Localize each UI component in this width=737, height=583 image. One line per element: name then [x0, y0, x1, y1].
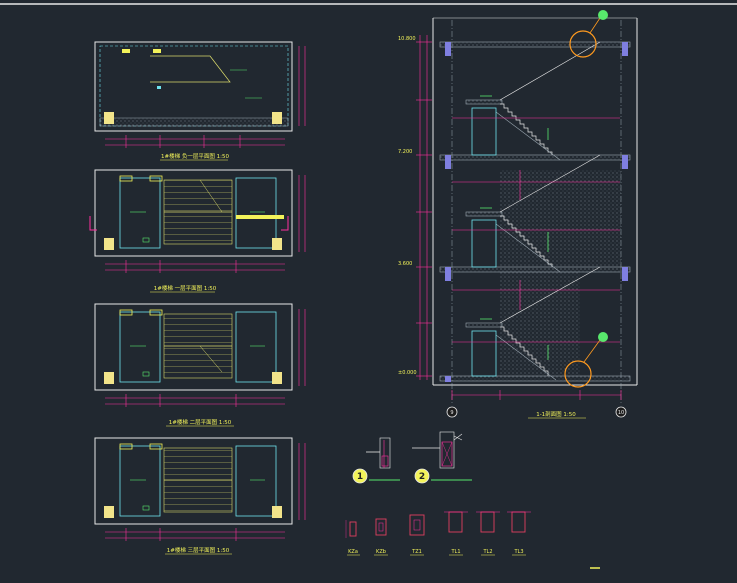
level-label: 3.600 [398, 261, 412, 267]
column-section-table: KZa KZb TZ1 TL1 TL2 [345, 511, 531, 556]
plan-second-floor: 1#楼梯 二层平面图 1:50 [94, 303, 306, 427]
plan-caption: 1#楼梯 一层平面图 1:50 [154, 284, 217, 292]
column-label: TZ1 [411, 549, 422, 555]
detail-mark: 2 [419, 472, 425, 482]
axis-label: 9 [450, 410, 453, 416]
axis-marker [446, 406, 458, 418]
column-label: KZb [376, 549, 386, 555]
section-caption: 1-1剖面图 1:50 [536, 410, 576, 418]
plan-basement: 1#楼梯 负一层平面图 1:50 [94, 41, 306, 161]
plan-third-floor: 1#楼梯 三层平面图 1:50 [94, 437, 306, 555]
plan-caption: 1#楼梯 二层平面图 1:50 [169, 418, 232, 426]
column-label: TL1 [450, 549, 460, 555]
plan-caption: 1#楼梯 三层平面图 1:50 [167, 546, 230, 554]
column-label: TL3 [513, 549, 523, 555]
column-label: KZa [348, 549, 358, 555]
level-label: ±0.000 [398, 370, 417, 376]
column-label: TL2 [482, 549, 492, 555]
detail-callout-circle-icon [569, 10, 608, 58]
section-1-1: 10.800 7.200 3.600 ±0.000 9 10 1- [398, 10, 638, 419]
section-cut-marker-icon [89, 216, 289, 231]
level-label: 10.800 [398, 36, 416, 42]
axis-label: 10 [618, 410, 624, 416]
level-label: 7.200 [398, 149, 412, 155]
detail-callout-circle-icon [564, 332, 608, 388]
detail-mark: 1 [357, 472, 363, 482]
plan-ground-floor: 1#楼梯 一层平面图 1:50 [89, 169, 306, 293]
axis-marker [615, 406, 627, 418]
detail-1: 1 [352, 437, 400, 484]
detail-2: 2 [412, 431, 472, 484]
plan-caption: 1#楼梯 负一层平面图 1:50 [161, 152, 229, 160]
